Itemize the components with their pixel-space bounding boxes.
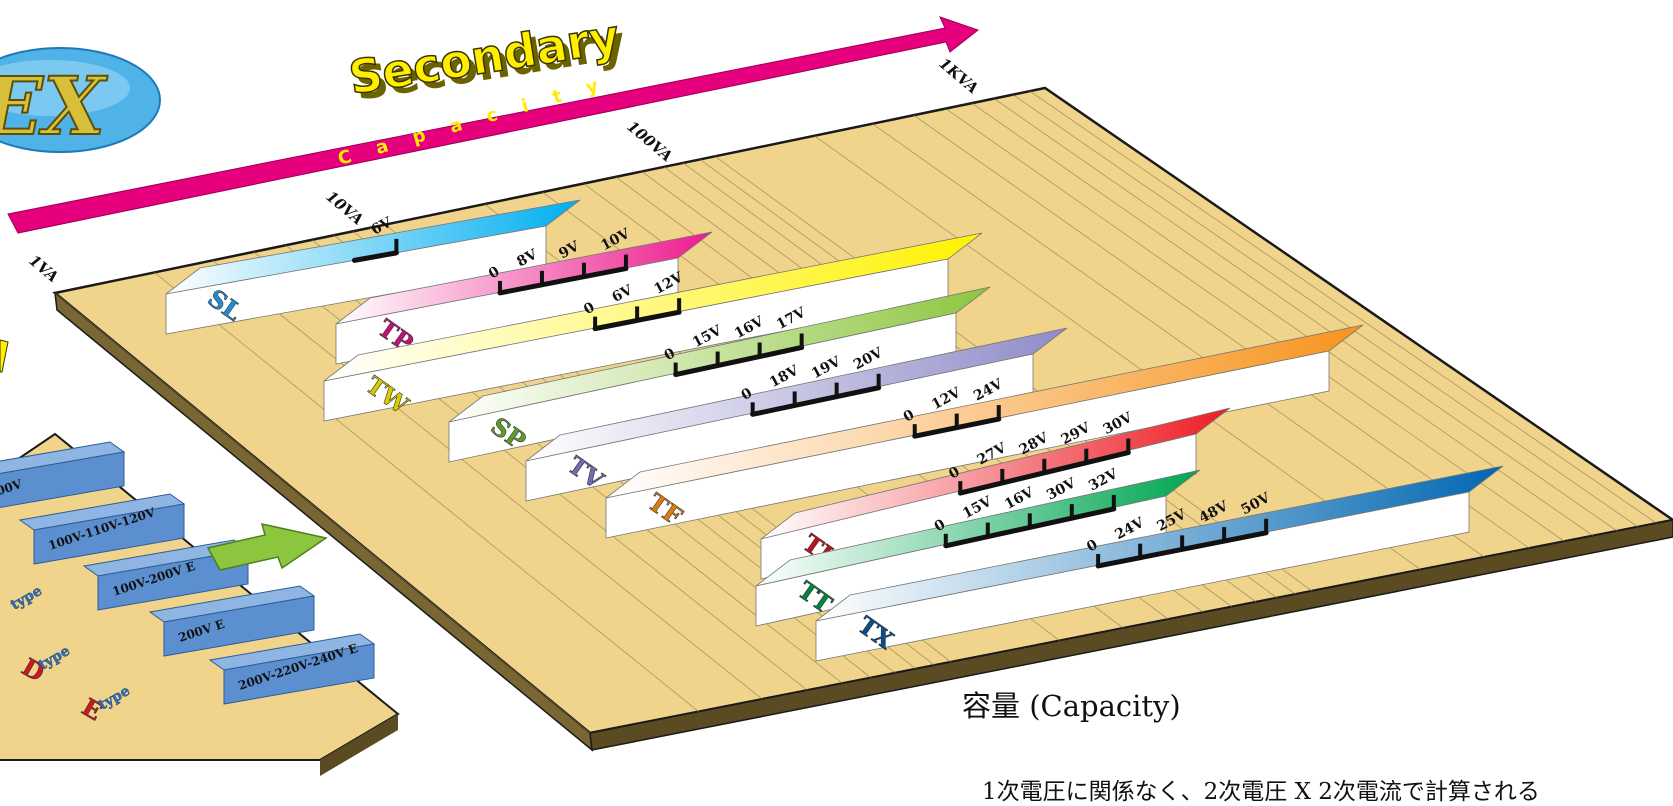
scale-tick-label: 10VA	[322, 187, 367, 228]
bar-front-face	[605, 350, 1330, 539]
grid-line	[872, 123, 1485, 558]
grid-line	[54, 292, 591, 734]
grid-line	[1029, 90, 1657, 524]
tap-bus	[957, 450, 1131, 496]
logo-text: EX	[0, 59, 108, 153]
primary-box: 200V E	[148, 585, 316, 657]
grid-line	[814, 135, 1421, 570]
tap-bus	[673, 344, 805, 378]
scale-tick-label: 1VA	[25, 251, 62, 286]
tap-bus	[351, 250, 399, 263]
scale-tick-label: 1KVA	[935, 54, 981, 97]
primary-box: 100V	[0, 441, 126, 509]
capacity-heading: 容量 (Capacity)	[962, 689, 1181, 723]
grid-line	[212, 260, 763, 700]
primary-box: 100V-200V E	[82, 539, 250, 611]
logo: EX	[0, 47, 161, 154]
grid-line	[913, 114, 1530, 549]
grid-line	[945, 108, 1565, 542]
green-arrow-icon	[206, 523, 328, 571]
grid-line	[993, 98, 1618, 532]
primary-box: 100V-110V-120V	[18, 493, 186, 565]
grid-line	[154, 272, 699, 712]
grid-line	[1012, 94, 1639, 528]
tap-bus	[497, 266, 629, 296]
capacity-note: 1次電圧に関係なく、2次電圧 X 2次電流で計算される	[982, 779, 1540, 805]
grid-line	[971, 102, 1594, 537]
tap-bus	[750, 385, 882, 417]
scale-tick-label: 100VA	[623, 117, 676, 165]
left-edge-mark	[0, 339, 9, 373]
